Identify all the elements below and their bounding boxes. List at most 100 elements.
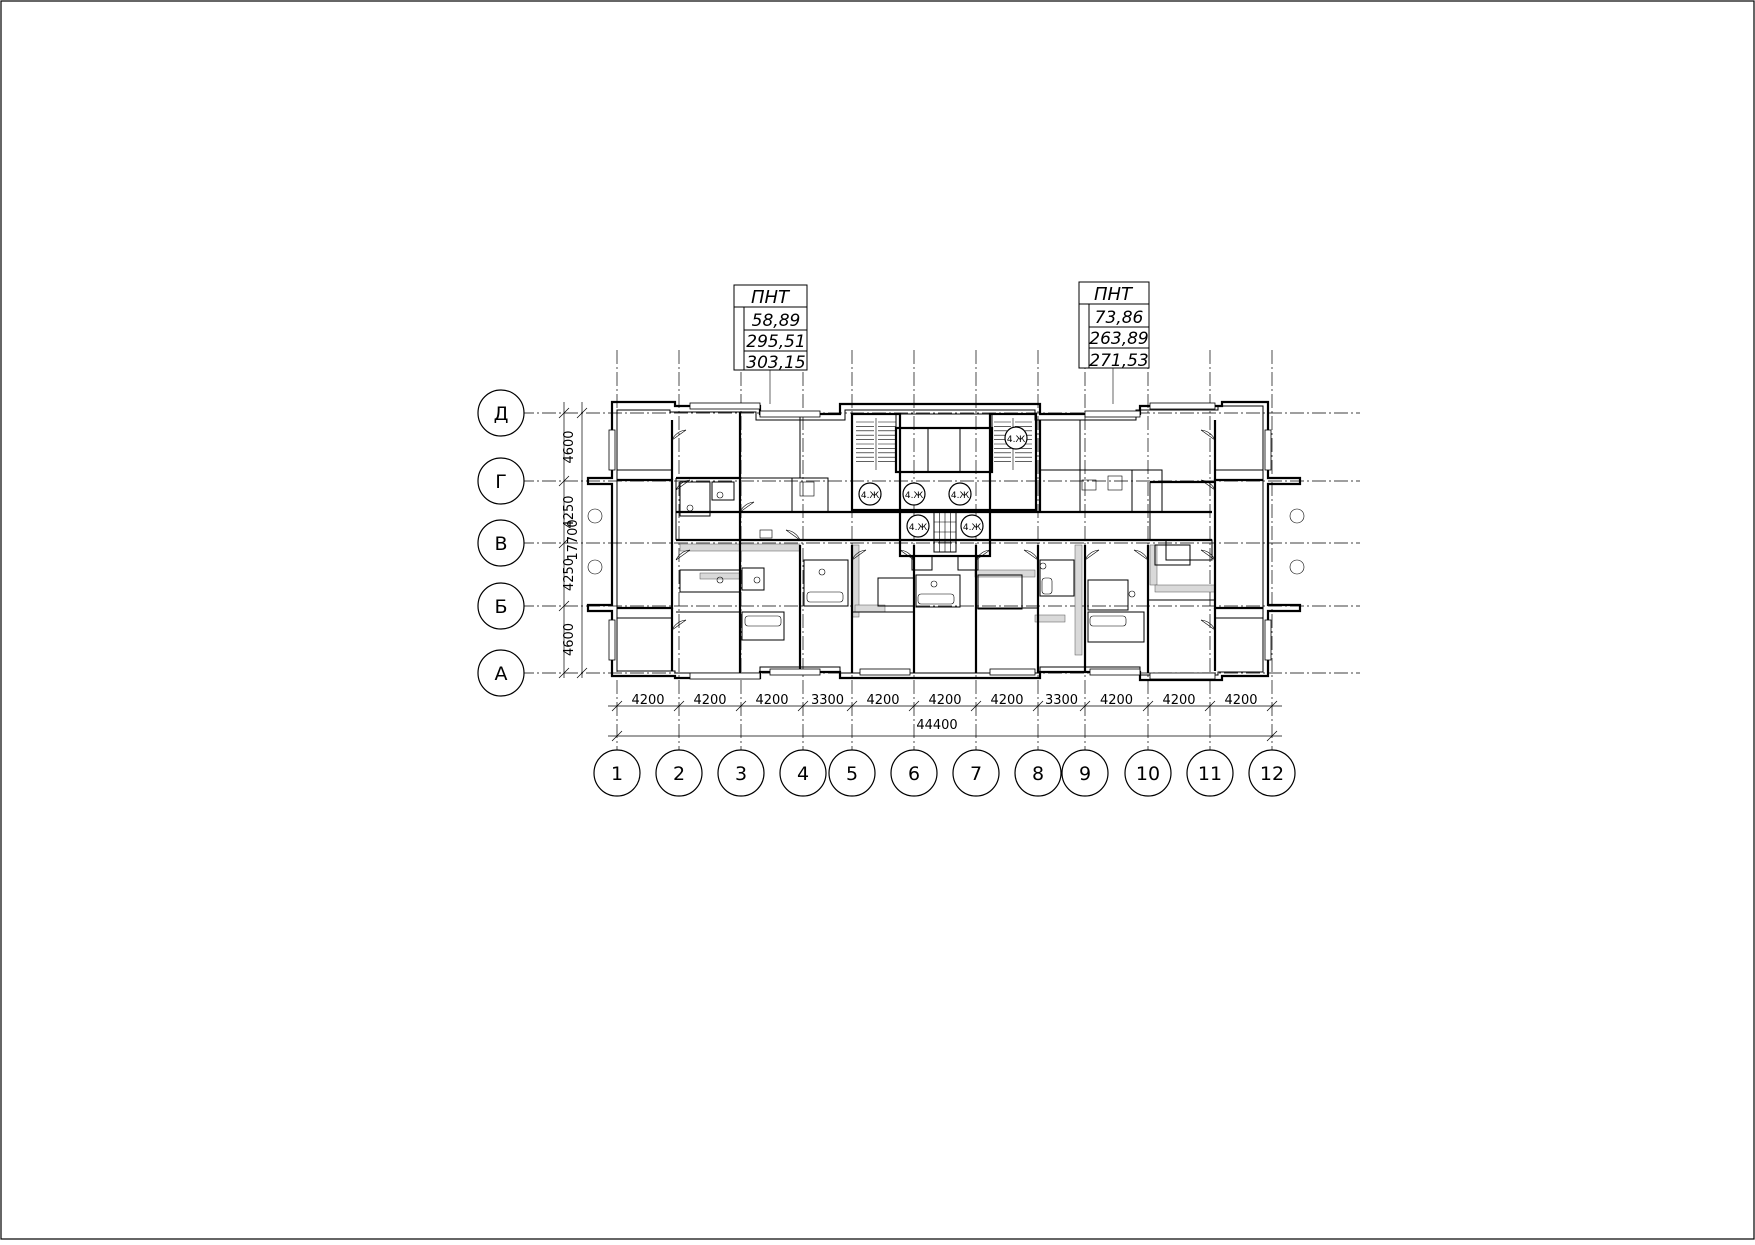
window [989,668,1036,676]
column-axis-bubble [828,749,876,797]
utility-room [1131,469,1163,513]
row-axis-label: Д [494,403,509,425]
dimension-tick [1266,730,1278,742]
column-axis-label: 8 [1032,763,1044,785]
column-axis-label: 3 [735,763,747,785]
facade-marker-icon [587,559,603,575]
hatched-partition [1034,614,1066,623]
dimension-tick [558,475,570,487]
column-axis-bubble [1061,749,1109,797]
window [1264,429,1272,471]
elevator-shaft-group [894,426,994,474]
dimension-segment-label: 4600 [562,430,577,463]
machine-room [895,413,993,429]
column-axis-label: 6 [908,763,920,785]
door-swing [1200,549,1216,561]
window [1149,672,1216,680]
dimension-tick [1079,700,1091,712]
window [1264,619,1272,661]
column-axis-bubble [952,749,1000,797]
window [608,619,616,661]
window [689,402,761,410]
dimension-segment-label: 4200 [1224,693,1257,708]
door-swing [739,501,755,513]
dimension-segment-label: 4200 [1162,693,1195,708]
column-axis-bubble [655,749,703,797]
dimension-tick [558,407,570,419]
toilet-fixture [686,504,694,512]
door-swing [1133,549,1149,561]
row-axis-bubble [477,649,525,697]
core-mark-label: 4.Ж [861,491,880,501]
windows [608,402,1272,680]
column-axis-bubble [1014,749,1062,797]
dimension-segment-label: 4200 [1100,693,1133,708]
toilet-fixture [716,576,724,584]
column-axis-label: 5 [846,763,858,785]
right-end-room [1213,478,1263,610]
row-axis-label: В [494,533,507,555]
core-mark-circle [1004,426,1028,450]
dimension-tick [846,700,858,712]
room-tag-value: 271,53 [1089,351,1148,371]
dimension-tick [558,600,570,612]
column-axis-bubble [1186,749,1234,797]
bathroom [803,559,849,607]
shaft-box [911,555,933,571]
core-mark-label: 4.Ж [963,523,982,533]
door-swings [671,429,1216,631]
dimension-total-label-vertical: 17700 [566,519,581,560]
bathroom [977,574,1023,610]
toilet-fixture [753,576,761,584]
utility-room [791,477,829,513]
dimension-segment-label: 4200 [990,693,1023,708]
room-tag-value: 303,15 [746,353,805,373]
room-tag-value: 295,51 [746,332,805,352]
toilet-fixture [930,580,938,588]
core-mark-circle [948,482,972,506]
toilet-fixture [1039,562,1047,570]
bathtub-fixture [1089,615,1127,627]
window [1084,410,1141,418]
dimension-tick [908,700,920,712]
core-mark-label: 4.Ж [905,491,924,501]
door-swing [675,549,691,561]
door-swing [671,619,687,631]
dimension-tick [576,407,588,419]
facade-marker-icon [1289,559,1305,575]
column-axis-bubble [1124,749,1172,797]
room-tag-value: 73,86 [1095,308,1144,328]
stove-fixture [1107,475,1123,491]
bathroom [679,569,741,593]
column-axis-bubble [779,749,827,797]
bathroom [915,574,961,608]
core-mark-circle [902,482,926,506]
dimension-tick [1266,700,1278,712]
column-axis-label: 12 [1260,763,1284,785]
dimension-segment-label: 4600 [562,623,577,656]
kitchen [739,477,793,513]
door-swing [785,529,801,541]
door-swing [1200,619,1216,631]
closet [1165,539,1213,561]
column-axis-bubble [593,749,641,797]
kitchen [1079,469,1133,513]
shower-fixture [1041,577,1053,595]
core-mark-label: 4.Ж [909,523,928,533]
toilet-fixture [1128,590,1136,598]
core-mark-circle [960,514,984,538]
dimension-tick [558,667,570,679]
bathroom [877,577,915,607]
window [1149,402,1216,410]
dimension-tick [558,537,570,549]
bathtub-fixture [917,593,955,605]
door-swing [899,549,915,561]
row-axis-bubble [477,582,525,630]
room-tag-right: ПНТ 73,86 263,89 271,53 [1078,281,1150,404]
dimension-tick [673,700,685,712]
dimension-tick [611,730,623,742]
building-plan [586,400,1305,682]
column-axis-label: 1 [611,763,623,785]
